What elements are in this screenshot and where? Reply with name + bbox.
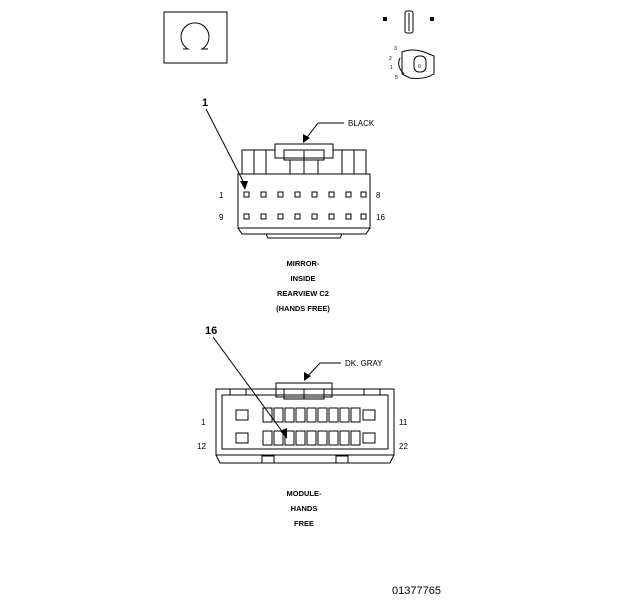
module-caption-line-1: MODULE- (287, 489, 322, 498)
mirror-callout-arrowhead (240, 181, 248, 190)
mirror-cavity (277, 213, 284, 220)
mirror-cavity (260, 213, 267, 220)
module-cavity (317, 430, 328, 446)
mirror-cavities-row-2 (243, 213, 367, 220)
mirror-cavity (260, 191, 267, 198)
mirror-caption-line-2: INSIDE (290, 274, 315, 283)
mirror-callout-number: 1 (202, 97, 208, 109)
module-cavities-row-1 (235, 407, 376, 423)
module-cavity (328, 407, 339, 423)
module-cavity (328, 430, 339, 446)
mirror-cavity (311, 191, 318, 198)
module-cavity (262, 430, 273, 446)
module-cavity (295, 407, 306, 423)
key-number-5: 5 (395, 75, 398, 81)
mirror-caption-line-4: (HANDS FREE) (276, 304, 330, 313)
module-caption-line-2: HANDS (291, 504, 318, 513)
mirror-caption-line-1: MIRROR- (287, 259, 320, 268)
module-cavity (295, 430, 306, 446)
mirror-cavity (328, 213, 335, 220)
module-pin-label-1: 1 (201, 418, 206, 427)
module-cavity (284, 430, 295, 446)
module-cavity (350, 407, 361, 423)
mirror-cavity (345, 191, 352, 198)
module-pin-label-22: 22 (399, 442, 408, 451)
mirror-caption-line-3: REARVIEW C2 (277, 289, 329, 298)
mirror-cavity (294, 213, 301, 220)
module-cavities-row-2 (235, 430, 376, 446)
module-pin-label-12: 12 (197, 442, 206, 451)
mirror-connector: 1 BLACK 1 8 9 16 (202, 97, 385, 313)
key-number-0: 0 (418, 64, 421, 70)
module-cavity (317, 407, 328, 423)
module-callout-number: 16 (205, 325, 217, 337)
module-cavity (262, 407, 273, 423)
mirror-pin-label-1: 1 (219, 191, 224, 200)
mirror-cavity (243, 191, 250, 198)
mirror-cavity (360, 213, 367, 220)
mirror-pin-label-16: 16 (376, 213, 385, 222)
mirror-cavities-row-1 (243, 191, 367, 198)
module-connector: 16 DK. GRAY 1 11 12 22 (197, 325, 408, 528)
mirror-cavity (311, 213, 318, 220)
module-cavity (235, 409, 249, 421)
key-number-3: 3 (394, 46, 397, 52)
module-cavity (284, 407, 295, 423)
document-id: 01377765 (392, 585, 441, 597)
module-cavity (273, 407, 284, 423)
mirror-color-label: BLACK (348, 119, 375, 128)
key-lock-icon: 0 3 2 1 5 (389, 46, 435, 81)
module-pin-label-11: 11 (399, 418, 408, 427)
module-cavity (362, 432, 376, 444)
mirror-cavity (360, 191, 367, 198)
module-cavity (350, 430, 361, 446)
connector-view-icon (383, 10, 434, 34)
omega-symbol-icon (163, 11, 228, 64)
mirror-cavity (294, 191, 301, 198)
module-cavity (306, 407, 317, 423)
module-cavity (339, 407, 350, 423)
module-color-label: DK. GRAY (345, 359, 383, 368)
mirror-cavity (243, 213, 250, 220)
module-cavity (235, 432, 249, 444)
mirror-cavity (277, 191, 284, 198)
module-cavity (339, 430, 350, 446)
key-number-2: 2 (389, 56, 392, 62)
module-cavity (306, 430, 317, 446)
module-caption-line-3: FREE (294, 519, 314, 528)
mirror-cavity (328, 191, 335, 198)
module-cavity (362, 409, 376, 421)
module-cavity (273, 430, 284, 446)
mirror-callout-leader (205, 108, 246, 186)
mirror-pin-label-9: 9 (219, 213, 224, 222)
mirror-cavity (345, 213, 352, 220)
key-number-1: 1 (390, 65, 393, 71)
mirror-pin-label-8: 8 (376, 191, 381, 200)
